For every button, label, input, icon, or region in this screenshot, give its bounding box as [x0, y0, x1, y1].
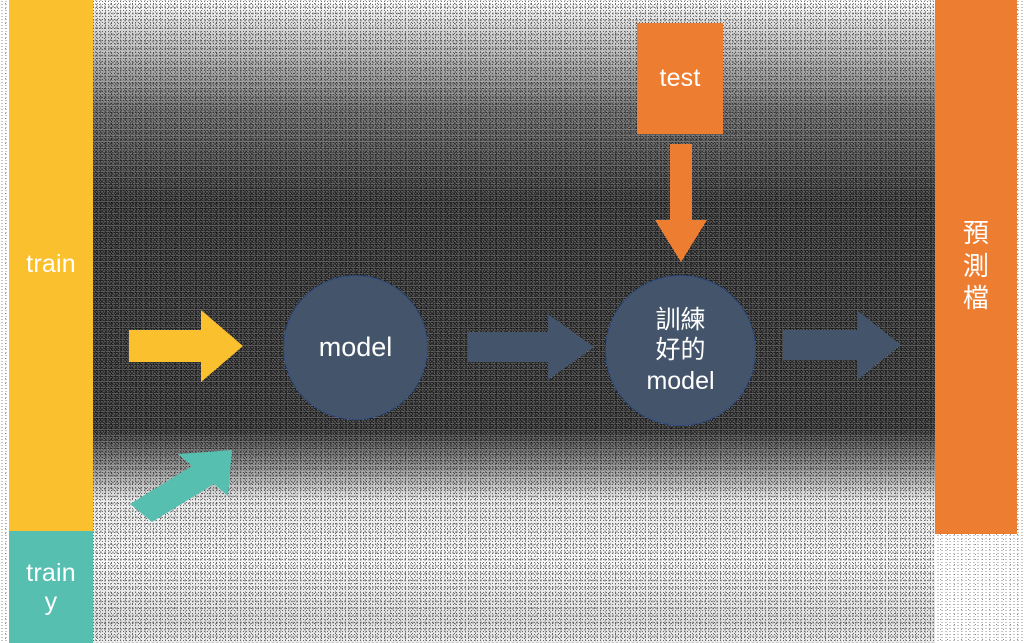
trained-model-to-prediction-arrow: [783, 308, 901, 382]
trained-model-node: 訓練 好的 model: [605, 275, 756, 426]
model-node: model: [283, 275, 428, 420]
train-y-to-model-arrow: [128, 448, 238, 524]
model-node-label: model: [318, 332, 393, 362]
train-y-bar: train y: [9, 531, 93, 643]
prediction-file-bar: 預測檔: [935, 0, 1017, 534]
test-box-label: test: [659, 63, 701, 92]
test-to-trained-model-arrow: [655, 144, 707, 262]
prediction-file-bar-label: 預測檔: [962, 218, 990, 314]
model-to-trained-model-arrow: [468, 312, 594, 382]
train-x-bar: train: [9, 0, 93, 532]
test-box: test: [637, 23, 723, 134]
trained-model-node-label: 訓練 好的 model: [646, 305, 715, 395]
train-x-bar-label: train: [26, 250, 76, 279]
train-y-bar-label: train y: [26, 558, 76, 617]
train-x-to-model-arrow: [129, 308, 243, 384]
